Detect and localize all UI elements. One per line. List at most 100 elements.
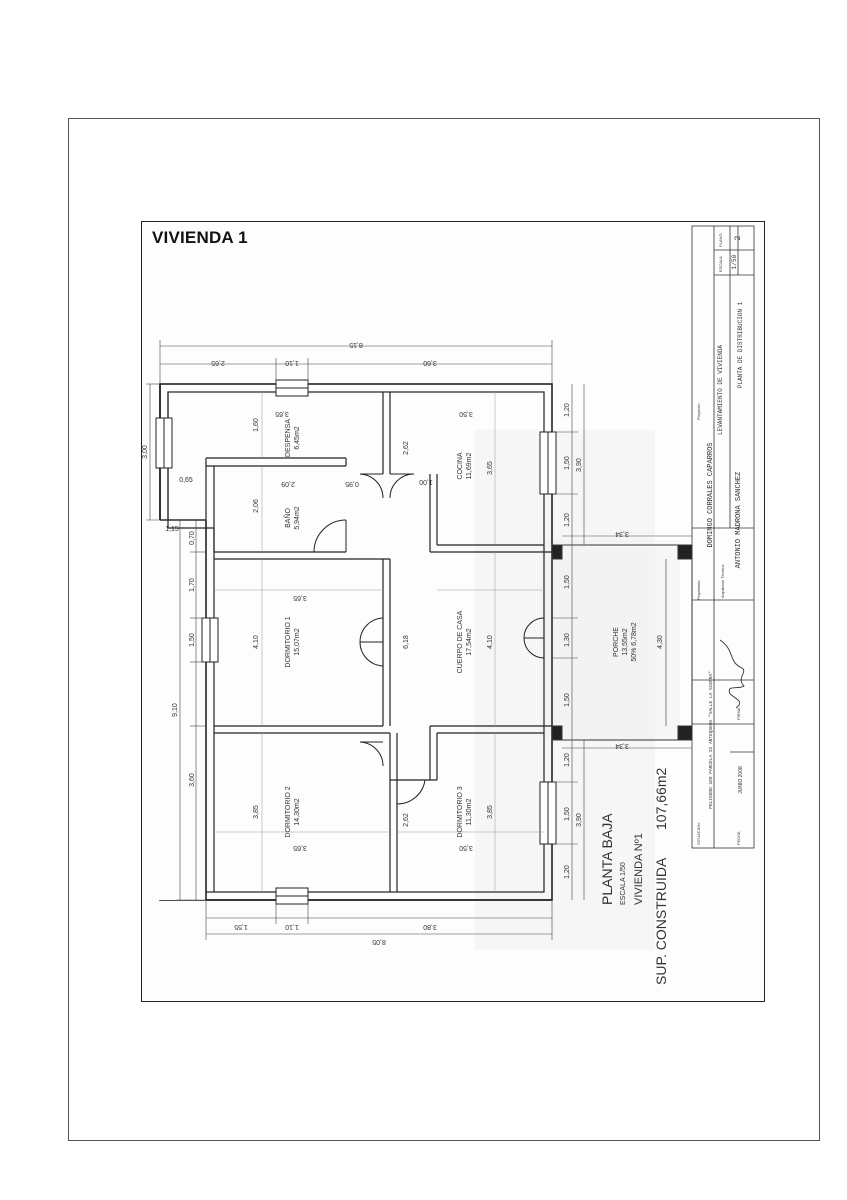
- room-porche-note: 50% 6,78m2: [631, 622, 638, 661]
- room-bano-area: 5,94m2: [294, 506, 301, 529]
- dim-right-k: 3,90: [576, 813, 583, 827]
- dim-porch-depth: 4,30: [657, 635, 664, 649]
- dim-dorm1-h: 4,10: [253, 635, 260, 649]
- dim-right-h: 1,20: [564, 753, 571, 767]
- dim-left-a: 3,00: [142, 445, 149, 459]
- room-cocina-name: COCINA: [457, 452, 464, 480]
- dim-bano-w: 2,06: [253, 499, 260, 513]
- dimension-labels: 8,15 2,65 1,10 3,60 8,05 1,55 1,10 3,80 …: [142, 341, 664, 945]
- room-cuerpo-de-casa-name: CUERPO DE CASA: [457, 610, 464, 673]
- dim-cocina-d1: 2,62: [403, 441, 410, 455]
- dim-cocina-d2: 1,00: [419, 478, 433, 485]
- dim-dorm2-h: 3,85: [253, 805, 260, 819]
- dim-despensa-h: 1,60: [253, 418, 260, 432]
- cartouche-propietario: DOMINGO CORRALES CAPARROS: [707, 442, 715, 547]
- dim-right-a: 1,20: [564, 403, 571, 417]
- room-cuerpo-de-casa: CUERPO DE CASA 17,54m2: [457, 610, 473, 673]
- dim-despensa-w: 3,65: [275, 410, 289, 417]
- room-dormitorio-2-area: 14,30m2: [294, 798, 301, 825]
- dim-right-f: 1,30: [564, 633, 571, 647]
- cartouche-escala: 1/50: [731, 254, 738, 269]
- dim-left-e: 1,70: [189, 578, 196, 592]
- cartouche-fecha-label: FECHA: [736, 831, 741, 845]
- dim-right-b: 1,50: [564, 456, 571, 470]
- room-porche-area: 13,55m2: [622, 628, 629, 655]
- plan-title: VIVIENDA 1: [152, 228, 248, 247]
- dim-right-e: 1,50: [564, 575, 571, 589]
- dim-left-b: 0,65: [179, 477, 193, 484]
- page-frame: [68, 118, 820, 1141]
- dim-left-c: 1,15: [165, 526, 179, 533]
- legend-sup-value: 107,66m2: [653, 768, 669, 830]
- reference-lines: [214, 392, 544, 892]
- room-labels: DESPENSA 6,45m2 COCINA 11,69m2 BAÑO 5,94…: [283, 419, 638, 838]
- cartouche-situacion-label: SITUACION:: [696, 822, 701, 845]
- room-dormitorio-1: DORMITORIO 1 15,07m2: [285, 616, 301, 667]
- legend-escala: ESCALA 1/50: [620, 862, 627, 905]
- dim-cuerpo-w: 6,18: [403, 635, 410, 649]
- dim-right-j: 1,20: [564, 865, 571, 879]
- room-dormitorio-1-area: 15,07m2: [294, 628, 301, 655]
- doors: [313, 473, 545, 805]
- dim-porch-top: 3,34: [615, 530, 629, 537]
- dim-top-total: 8,15: [349, 341, 363, 348]
- room-porche-name: PORCHE: [613, 627, 620, 657]
- dim-right-i: 1,50: [564, 807, 571, 821]
- porch: [551, 544, 693, 741]
- dim-left-d: 0,70: [189, 531, 196, 545]
- room-dormitorio-3: DORMITORIO 3 11,30m2: [457, 786, 473, 837]
- dim-left-g: 3,60: [189, 773, 196, 787]
- cartouche-arquitecto: ANTONIO MADRONA SANCHEZ: [735, 472, 743, 569]
- room-bano-name: BAÑO: [283, 508, 292, 528]
- cartouche-proyecto: LEVANTAMIENTO DE VIVIENDA: [717, 345, 724, 435]
- dim-porch-bottom: 3,34: [615, 742, 629, 749]
- dim-top-c: 3,60: [423, 359, 437, 366]
- dim-bottom-b: 1,10: [285, 923, 299, 930]
- room-dormitorio-3-name: DORMITORIO 3: [457, 786, 464, 837]
- dim-dorm3-w: 3,50: [459, 844, 473, 851]
- room-despensa: DESPENSA 6,45m2: [285, 419, 301, 457]
- signature-scribble: [719, 639, 745, 709]
- room-cocina: COCINA 11,69m2: [457, 452, 473, 480]
- room-cocina-area: 11,69m2: [466, 453, 473, 480]
- dim-top-a: 2,65: [211, 359, 225, 366]
- dim-left-f: 1,50: [189, 633, 196, 647]
- legend-vivienda: VIVIENDA Nº1: [633, 833, 645, 905]
- cartouche-escala-label: ESCALA: [718, 256, 723, 272]
- plan-legend: PLANTA BAJA ESCALA 1/50 VIVIENDA Nº1 SUP…: [599, 768, 669, 985]
- dim-right-d: 3,90: [576, 458, 583, 472]
- cartouche-plano-label: PLANO: [718, 233, 723, 247]
- dim-bottom-total: 8,05: [372, 938, 386, 945]
- windows: [155, 379, 557, 905]
- cartouche-firma-label: FIRMA: [736, 707, 741, 720]
- cartouche-propietario-label: Propietario:: [696, 580, 701, 600]
- dim-dorm3-d: 2,62: [403, 813, 410, 827]
- dim-left-total: 9,10: [172, 703, 179, 717]
- cartouche-plano: PLANTA DE DISTRIBUCION 1: [737, 301, 744, 388]
- cartouche-proyecto-label: Proyecto:: [696, 403, 701, 420]
- dim-right-c: 1,20: [564, 513, 571, 527]
- dim-top-b: 1,10: [285, 359, 299, 366]
- legend-sup-construida: SUP. CONSTRUIDA: [653, 857, 669, 985]
- room-bano: BAÑO 5,94m2: [283, 506, 301, 529]
- cartouche-arquitecto-label: Arquitecto Técnico:: [720, 564, 725, 598]
- title-block: [691, 225, 755, 849]
- room-dormitorio-3-area: 11,30m2: [466, 799, 473, 826]
- title-block-text: Proyecto: LEVANTAMIENTO DE VIVIENDA PLAN…: [696, 233, 744, 845]
- dim-bottom-a: 1,55: [234, 923, 248, 930]
- room-dormitorio-2-name: DORMITORIO 2: [285, 786, 292, 837]
- room-dormitorio-1-name: DORMITORIO 1: [285, 616, 292, 667]
- dim-right-g: 1,50: [564, 693, 571, 707]
- legend-planta-baja: PLANTA BAJA: [599, 813, 615, 905]
- dim-bano-d: 0,95: [345, 480, 359, 487]
- dim-dorm1-w: 3,65: [293, 594, 307, 601]
- interior-walls: [205, 392, 552, 892]
- dim-cuerpo-h: 4,10: [487, 635, 494, 649]
- dimension-lines: [146, 340, 692, 940]
- room-dormitorio-2: DORMITORIO 2 14,30m2: [285, 786, 301, 837]
- room-despensa-name: DESPENSA: [285, 419, 292, 457]
- dim-bottom-c: 3,80: [423, 923, 437, 930]
- dim-dorm2-w: 3,65: [293, 844, 307, 851]
- dim-bano-h: 2,09: [281, 480, 295, 487]
